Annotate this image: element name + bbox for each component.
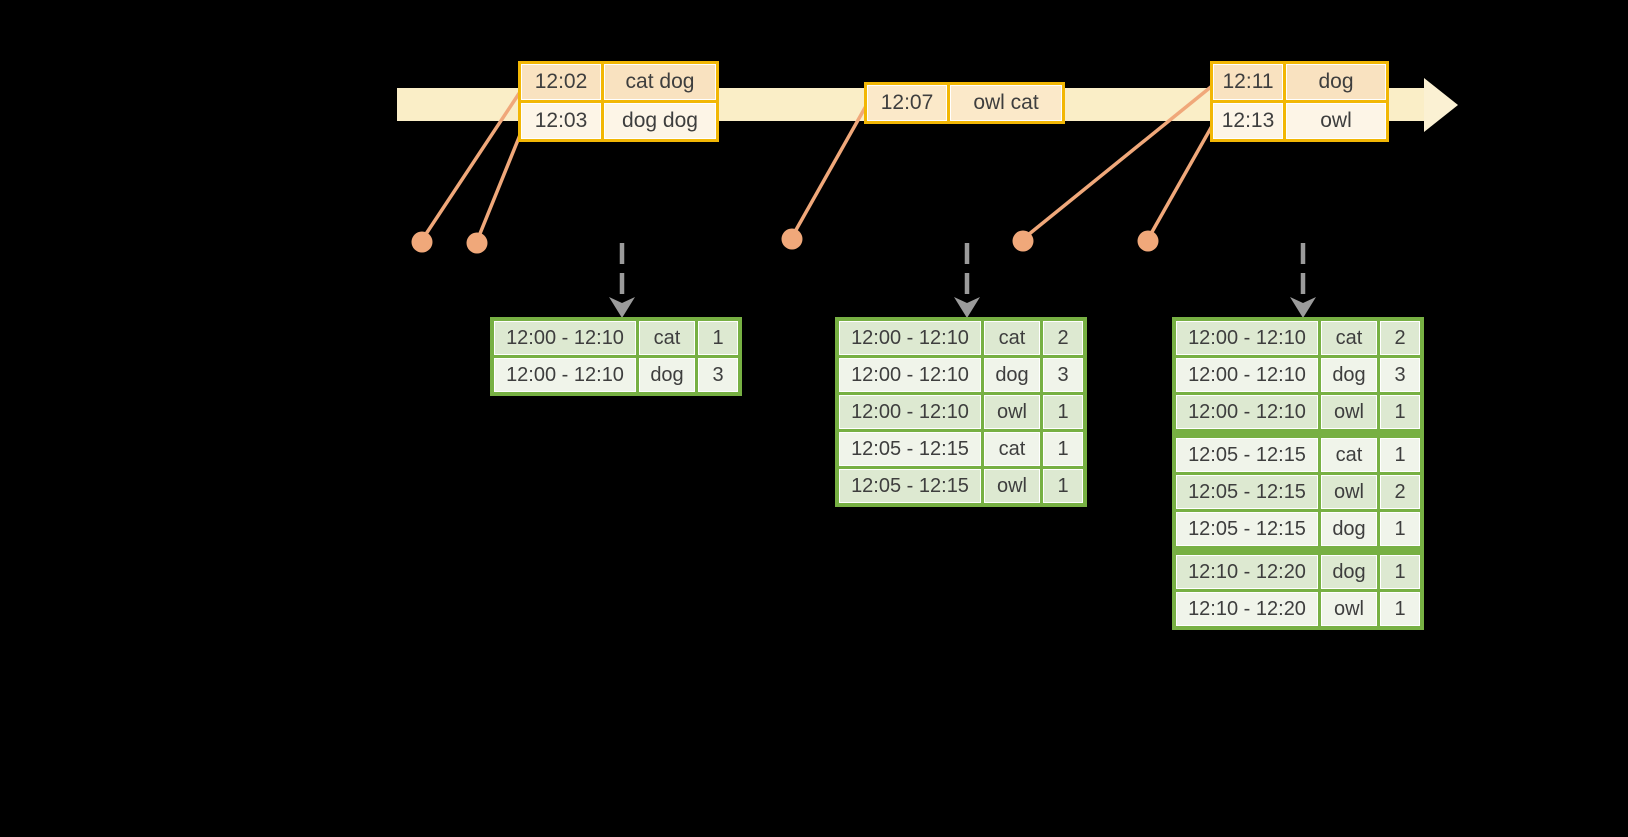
trigger-arrowhead-icon — [954, 297, 980, 318]
result-count-cell: 1 — [1380, 512, 1420, 546]
event-row: 12:03 dog dog — [521, 103, 716, 139]
event-dot — [781, 228, 803, 250]
result-word-cell: owl — [1321, 395, 1377, 429]
result-count-cell: 2 — [1380, 475, 1420, 509]
event-time-cell: 12:02 — [521, 64, 601, 100]
result-word-cell: owl — [984, 469, 1040, 503]
result-row: 12:10 - 12:20 dog 1 — [1176, 555, 1420, 589]
result-count-cell: 1 — [1380, 438, 1420, 472]
event-table-b: 12:07 owl cat — [864, 82, 1065, 124]
result-table-3: 12:00 - 12:10 cat 2 12:00 - 12:10 dog 3 … — [1172, 317, 1424, 630]
result-window-cell: 12:00 - 12:10 — [839, 358, 981, 392]
result-row: 12:00 - 12:10 owl 1 — [839, 395, 1083, 429]
result-count-cell: 3 — [1380, 358, 1420, 392]
event-dot — [466, 232, 488, 254]
result-window-cell: 12:00 - 12:10 — [839, 321, 981, 355]
result-word-cell: owl — [1321, 592, 1377, 626]
result-word-cell: owl — [1321, 475, 1377, 509]
event-words-cell: dog — [1286, 64, 1386, 100]
timeline-arrowhead-icon — [1424, 78, 1458, 132]
result-window-cell: 12:05 - 12:15 — [1176, 438, 1318, 472]
event-dot — [1137, 230, 1159, 252]
event-row: 12:02 cat dog — [521, 64, 716, 100]
result-word-cell: owl — [984, 395, 1040, 429]
event-time-cell: 12:03 — [521, 103, 601, 139]
result-row: 12:00 - 12:10 dog 3 — [1176, 358, 1420, 392]
connector-line — [475, 129, 524, 242]
result-table-2: 12:00 - 12:10 cat 2 12:00 - 12:10 dog 3 … — [835, 317, 1087, 507]
result-word-cell: dog — [1321, 555, 1377, 589]
result-word-cell: cat — [1321, 438, 1377, 472]
result-window-cell: 12:00 - 12:10 — [494, 321, 636, 355]
trigger-arrowhead-icon — [1290, 297, 1316, 318]
event-words-cell: owl cat — [950, 85, 1062, 121]
trigger-arrowheads — [609, 297, 1316, 318]
event-row: 12:07 owl cat — [867, 85, 1062, 121]
event-time-cell: 12:13 — [1213, 103, 1283, 139]
result-word-cell: dog — [1321, 512, 1377, 546]
event-time-cell: 12:07 — [867, 85, 947, 121]
result-row: 12:00 - 12:10 cat 2 — [839, 321, 1083, 355]
trigger-arrowhead-icon — [609, 297, 635, 318]
result-count-cell: 1 — [1043, 469, 1083, 503]
event-table-a: 12:02 cat dog 12:03 dog dog — [518, 61, 719, 142]
result-window-cell: 12:10 - 12:20 — [1176, 592, 1318, 626]
event-dot — [411, 231, 433, 253]
result-window-cell: 12:00 - 12:10 — [1176, 395, 1318, 429]
trigger-arrow-lines — [619, 243, 1306, 299]
result-row: 12:05 - 12:15 cat 1 — [839, 432, 1083, 466]
result-word-cell: dog — [984, 358, 1040, 392]
result-row: 12:00 - 12:10 owl 1 — [1176, 395, 1420, 429]
result-row: 12:05 - 12:15 owl 2 — [1176, 475, 1420, 509]
result-row: 12:00 - 12:10 dog 3 — [839, 358, 1083, 392]
result-row: 12:00 - 12:10 cat 1 — [494, 321, 738, 355]
result-window-cell: 12:00 - 12:10 — [1176, 321, 1318, 355]
result-window-cell: 12:10 - 12:20 — [1176, 555, 1318, 589]
result-row: 12:05 - 12:15 cat 1 — [1176, 438, 1420, 472]
result-table-1: 12:00 - 12:10 cat 1 12:00 - 12:10 dog 3 — [490, 317, 742, 396]
result-window-cell: 12:00 - 12:10 — [494, 358, 636, 392]
result-word-cell: cat — [639, 321, 695, 355]
result-window-cell: 12:00 - 12:10 — [839, 395, 981, 429]
result-row: 12:05 - 12:15 dog 1 — [1176, 512, 1420, 546]
result-count-cell: 1 — [1380, 592, 1420, 626]
result-window-cell: 12:05 - 12:15 — [839, 469, 981, 503]
event-row: 12:13 owl — [1213, 103, 1386, 139]
result-count-cell: 1 — [698, 321, 738, 355]
result-row: 12:05 - 12:15 owl 1 — [839, 469, 1083, 503]
result-window-cell: 12:00 - 12:10 — [1176, 358, 1318, 392]
event-dot — [1012, 230, 1034, 252]
result-row: 12:10 - 12:20 owl 1 — [1176, 592, 1420, 626]
event-table-c: 12:11 dog 12:13 owl — [1210, 61, 1389, 142]
result-window-cell: 12:05 - 12:15 — [1176, 475, 1318, 509]
result-word-cell: dog — [639, 358, 695, 392]
result-window-cell: 12:05 - 12:15 — [839, 432, 981, 466]
event-row: 12:11 dog — [1213, 64, 1386, 100]
result-count-cell: 3 — [1043, 358, 1083, 392]
result-word-cell: cat — [984, 432, 1040, 466]
result-row: 12:00 - 12:10 dog 3 — [494, 358, 738, 392]
connector-line — [1146, 125, 1214, 240]
result-count-cell: 1 — [1380, 555, 1420, 589]
result-count-cell: 2 — [1043, 321, 1083, 355]
result-count-cell: 1 — [1380, 395, 1420, 429]
result-count-cell: 2 — [1380, 321, 1420, 355]
connector-line — [790, 105, 868, 238]
result-word-cell: dog — [1321, 358, 1377, 392]
result-word-cell: cat — [1321, 321, 1377, 355]
event-dots — [411, 228, 1159, 254]
result-count-cell: 1 — [1043, 395, 1083, 429]
result-window-cell: 12:05 - 12:15 — [1176, 512, 1318, 546]
result-word-cell: cat — [984, 321, 1040, 355]
event-words-cell: owl — [1286, 103, 1386, 139]
result-count-cell: 1 — [1043, 432, 1083, 466]
result-row: 12:00 - 12:10 cat 2 — [1176, 321, 1420, 355]
event-words-cell: dog dog — [604, 103, 716, 139]
event-time-cell: 12:11 — [1213, 64, 1283, 100]
event-words-cell: cat dog — [604, 64, 716, 100]
result-count-cell: 3 — [698, 358, 738, 392]
